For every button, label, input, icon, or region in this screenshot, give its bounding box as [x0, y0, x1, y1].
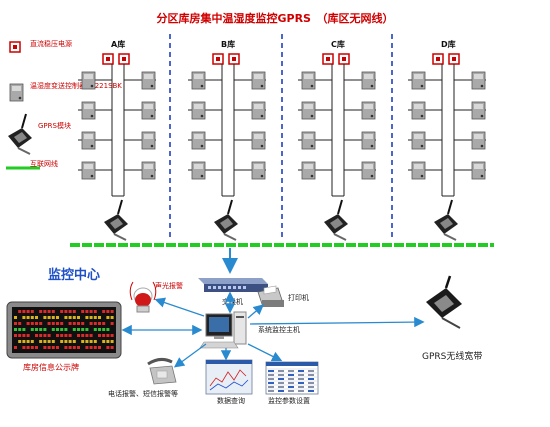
warehouse-label: D库	[441, 39, 456, 49]
phone-device	[147, 357, 177, 385]
warehouse-label: A库	[111, 39, 125, 49]
power-supply-icon	[338, 53, 350, 65]
power-supply-icon	[9, 41, 21, 53]
warehouse-1: A库	[78, 39, 156, 241]
warehouse-dividers	[169, 34, 393, 240]
gprs-module-icon	[213, 199, 239, 241]
power-supply-icon	[118, 53, 130, 65]
data-query-screen	[205, 359, 253, 395]
controller-icon	[471, 161, 486, 180]
alarm-label: 声光报警	[155, 281, 183, 290]
printer-label: 打印机	[288, 293, 309, 302]
controller-icon	[9, 83, 24, 102]
controller-icon	[141, 161, 156, 180]
controller-icon	[361, 101, 376, 120]
controller-icon	[471, 131, 486, 150]
center-title: 监控中心	[48, 267, 100, 283]
display-label: 库房信息公示牌	[23, 362, 79, 372]
controller-icon	[141, 101, 156, 120]
gprs-module-icon	[323, 199, 349, 241]
host-label: 系统监控主机	[258, 325, 300, 334]
controller-icon	[361, 131, 376, 150]
power-supply-icon	[102, 53, 114, 65]
warehouse-3: C库	[298, 39, 376, 241]
host-computer	[199, 311, 247, 349]
switch	[198, 278, 268, 292]
controller-icon	[251, 71, 266, 90]
legend-gprs-label: GPRS模块	[38, 121, 71, 130]
params-label: 监控参数设置	[268, 396, 310, 405]
gprs-module-icon	[433, 199, 459, 241]
power-supply-icon	[322, 53, 334, 65]
controller-icon	[251, 161, 266, 180]
phone-label: 电话报警、短信报警等	[108, 389, 178, 398]
power-supply-icon	[448, 53, 460, 65]
power-supply-icon	[228, 53, 240, 65]
controller-icon	[251, 131, 266, 150]
warehouse-2: B库	[188, 39, 266, 241]
gprs-module-icon	[7, 113, 33, 155]
warehouse-label: B库	[221, 39, 235, 49]
legend: 直流稳压电源 温湿度变送控制器LB221SBK GPRS模块 互联网线	[6, 39, 122, 170]
diagram-title: 分区库房集中温湿度监控GPRS （库区无网线）	[157, 11, 394, 25]
controller-icon	[471, 71, 486, 90]
power-supply-icon	[432, 53, 444, 65]
switch-label: 交换机	[222, 297, 243, 306]
parameter-setup-screen	[265, 361, 319, 395]
power-supply-icon	[212, 53, 224, 65]
controller-icon	[251, 101, 266, 120]
controller-icon	[471, 101, 486, 120]
info-display-board	[6, 301, 122, 359]
legend-internet-label: 互联网线	[30, 159, 58, 168]
gprs-broadband-device	[426, 275, 462, 329]
alarm-device	[129, 281, 157, 313]
query-label: 数据查询	[217, 396, 245, 405]
connection-arrows	[121, 291, 425, 368]
controller-icon	[141, 131, 156, 150]
controller-icon	[141, 71, 156, 90]
legend-controller-label: 温湿度变送控制器LB221SBK	[30, 81, 122, 90]
gprs-module-icon	[103, 199, 129, 241]
warehouse-4: D库	[408, 39, 486, 241]
controller-icon	[361, 71, 376, 90]
gprs-broadband-label: GPRS无线宽带	[422, 350, 482, 362]
warehouse-label: C库	[331, 39, 345, 49]
legend-power-label: 直流稳压电源	[30, 39, 72, 48]
controller-icon	[361, 161, 376, 180]
printer	[257, 285, 284, 307]
warehouse-groups: A库 B库 C库 D库	[78, 39, 486, 241]
